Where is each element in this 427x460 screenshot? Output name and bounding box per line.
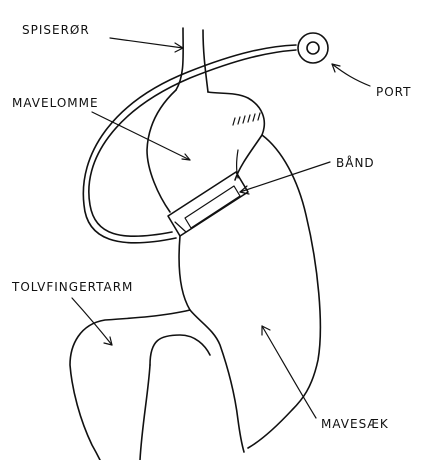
gastric-band-shape bbox=[168, 172, 248, 236]
band-leader bbox=[240, 162, 330, 192]
label-duodenum: TOLVFINGERTARM bbox=[11, 280, 133, 294]
port-tube bbox=[83, 45, 296, 243]
port-icon bbox=[298, 33, 328, 63]
label-stomach: MAVESÆK bbox=[321, 417, 389, 431]
label-band: BÅND bbox=[336, 155, 375, 170]
duodenum-shape bbox=[70, 310, 210, 460]
stomach-leader bbox=[262, 326, 316, 418]
port-leader bbox=[332, 64, 370, 86]
pouch-leader bbox=[92, 112, 190, 160]
label-stomach-pouch: MAVELOMME bbox=[12, 96, 99, 110]
stomach-shape bbox=[179, 135, 320, 452]
label-esophagus: SPISERØR bbox=[22, 23, 90, 37]
label-lines bbox=[72, 38, 370, 418]
label-port: PORT bbox=[376, 85, 411, 99]
esophagus-leader bbox=[110, 38, 183, 48]
